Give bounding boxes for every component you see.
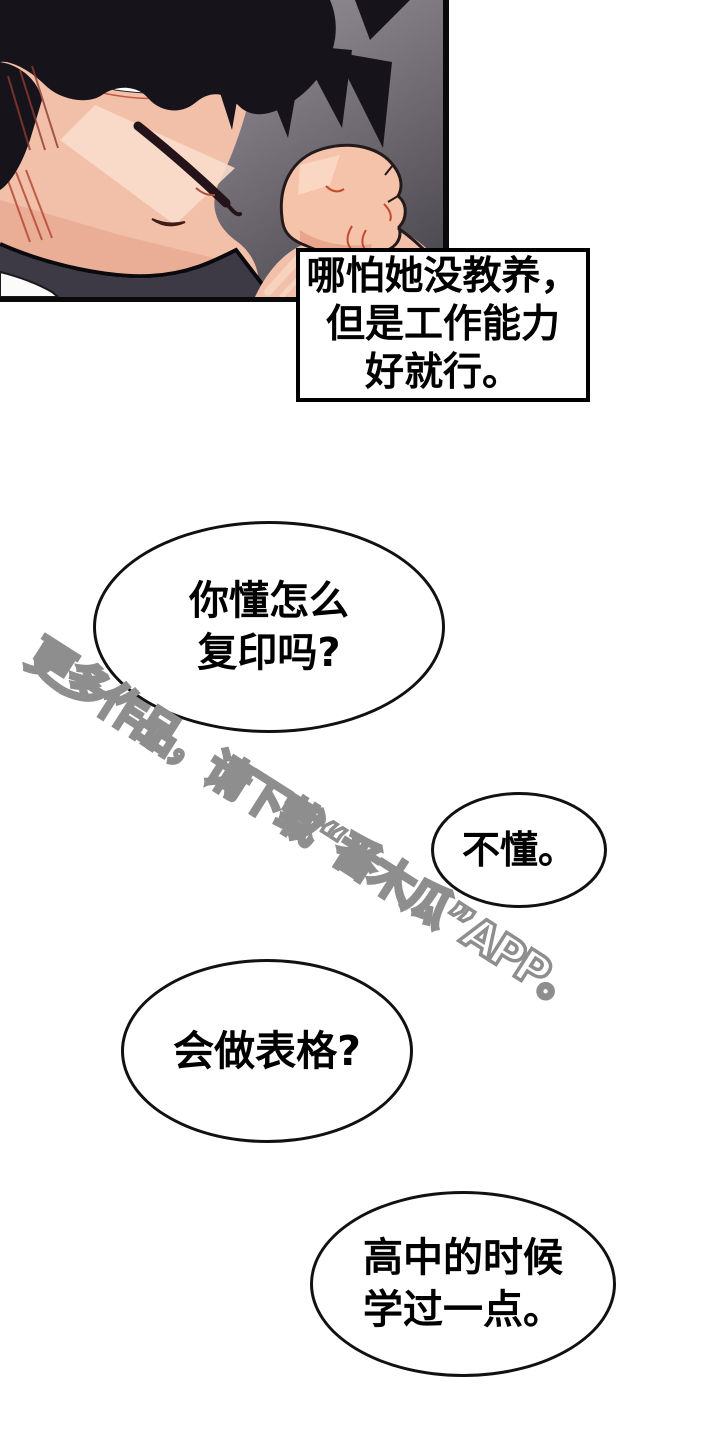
bubble-line: 学过一点。 [363, 1287, 563, 1333]
bubble-line: 会做表格? [173, 1027, 361, 1075]
nose [195, 187, 216, 197]
narration-box: 哪怕她没教养， 但是工作能力 好就行。 [296, 248, 590, 402]
speech-bubble-3: 会做表格? [121, 959, 413, 1143]
bubble-line: 不懂。 [461, 828, 576, 872]
bubble-line: 你懂怎么 [189, 578, 349, 624]
shirt-collar [0, 270, 60, 297]
narration-line: 好就行。 [364, 350, 521, 395]
mouth [151, 218, 186, 227]
hair [0, 0, 410, 190]
speech-bubble-2: 不懂。 [431, 792, 607, 908]
hair-red-strands [7, 65, 59, 151]
narration-line: 哪怕她没教养， [306, 254, 580, 299]
speech-bubble-4: 高中的时候 学过一点。 [310, 1191, 616, 1377]
narration-line: 但是工作能力 [325, 302, 560, 347]
speech-bubble-1: 你懂怎么 复印吗? [93, 521, 445, 733]
clothing [0, 242, 274, 297]
bubble-line: 高中的时候 [363, 1235, 563, 1281]
bubble-line: 复印吗? [197, 630, 341, 676]
